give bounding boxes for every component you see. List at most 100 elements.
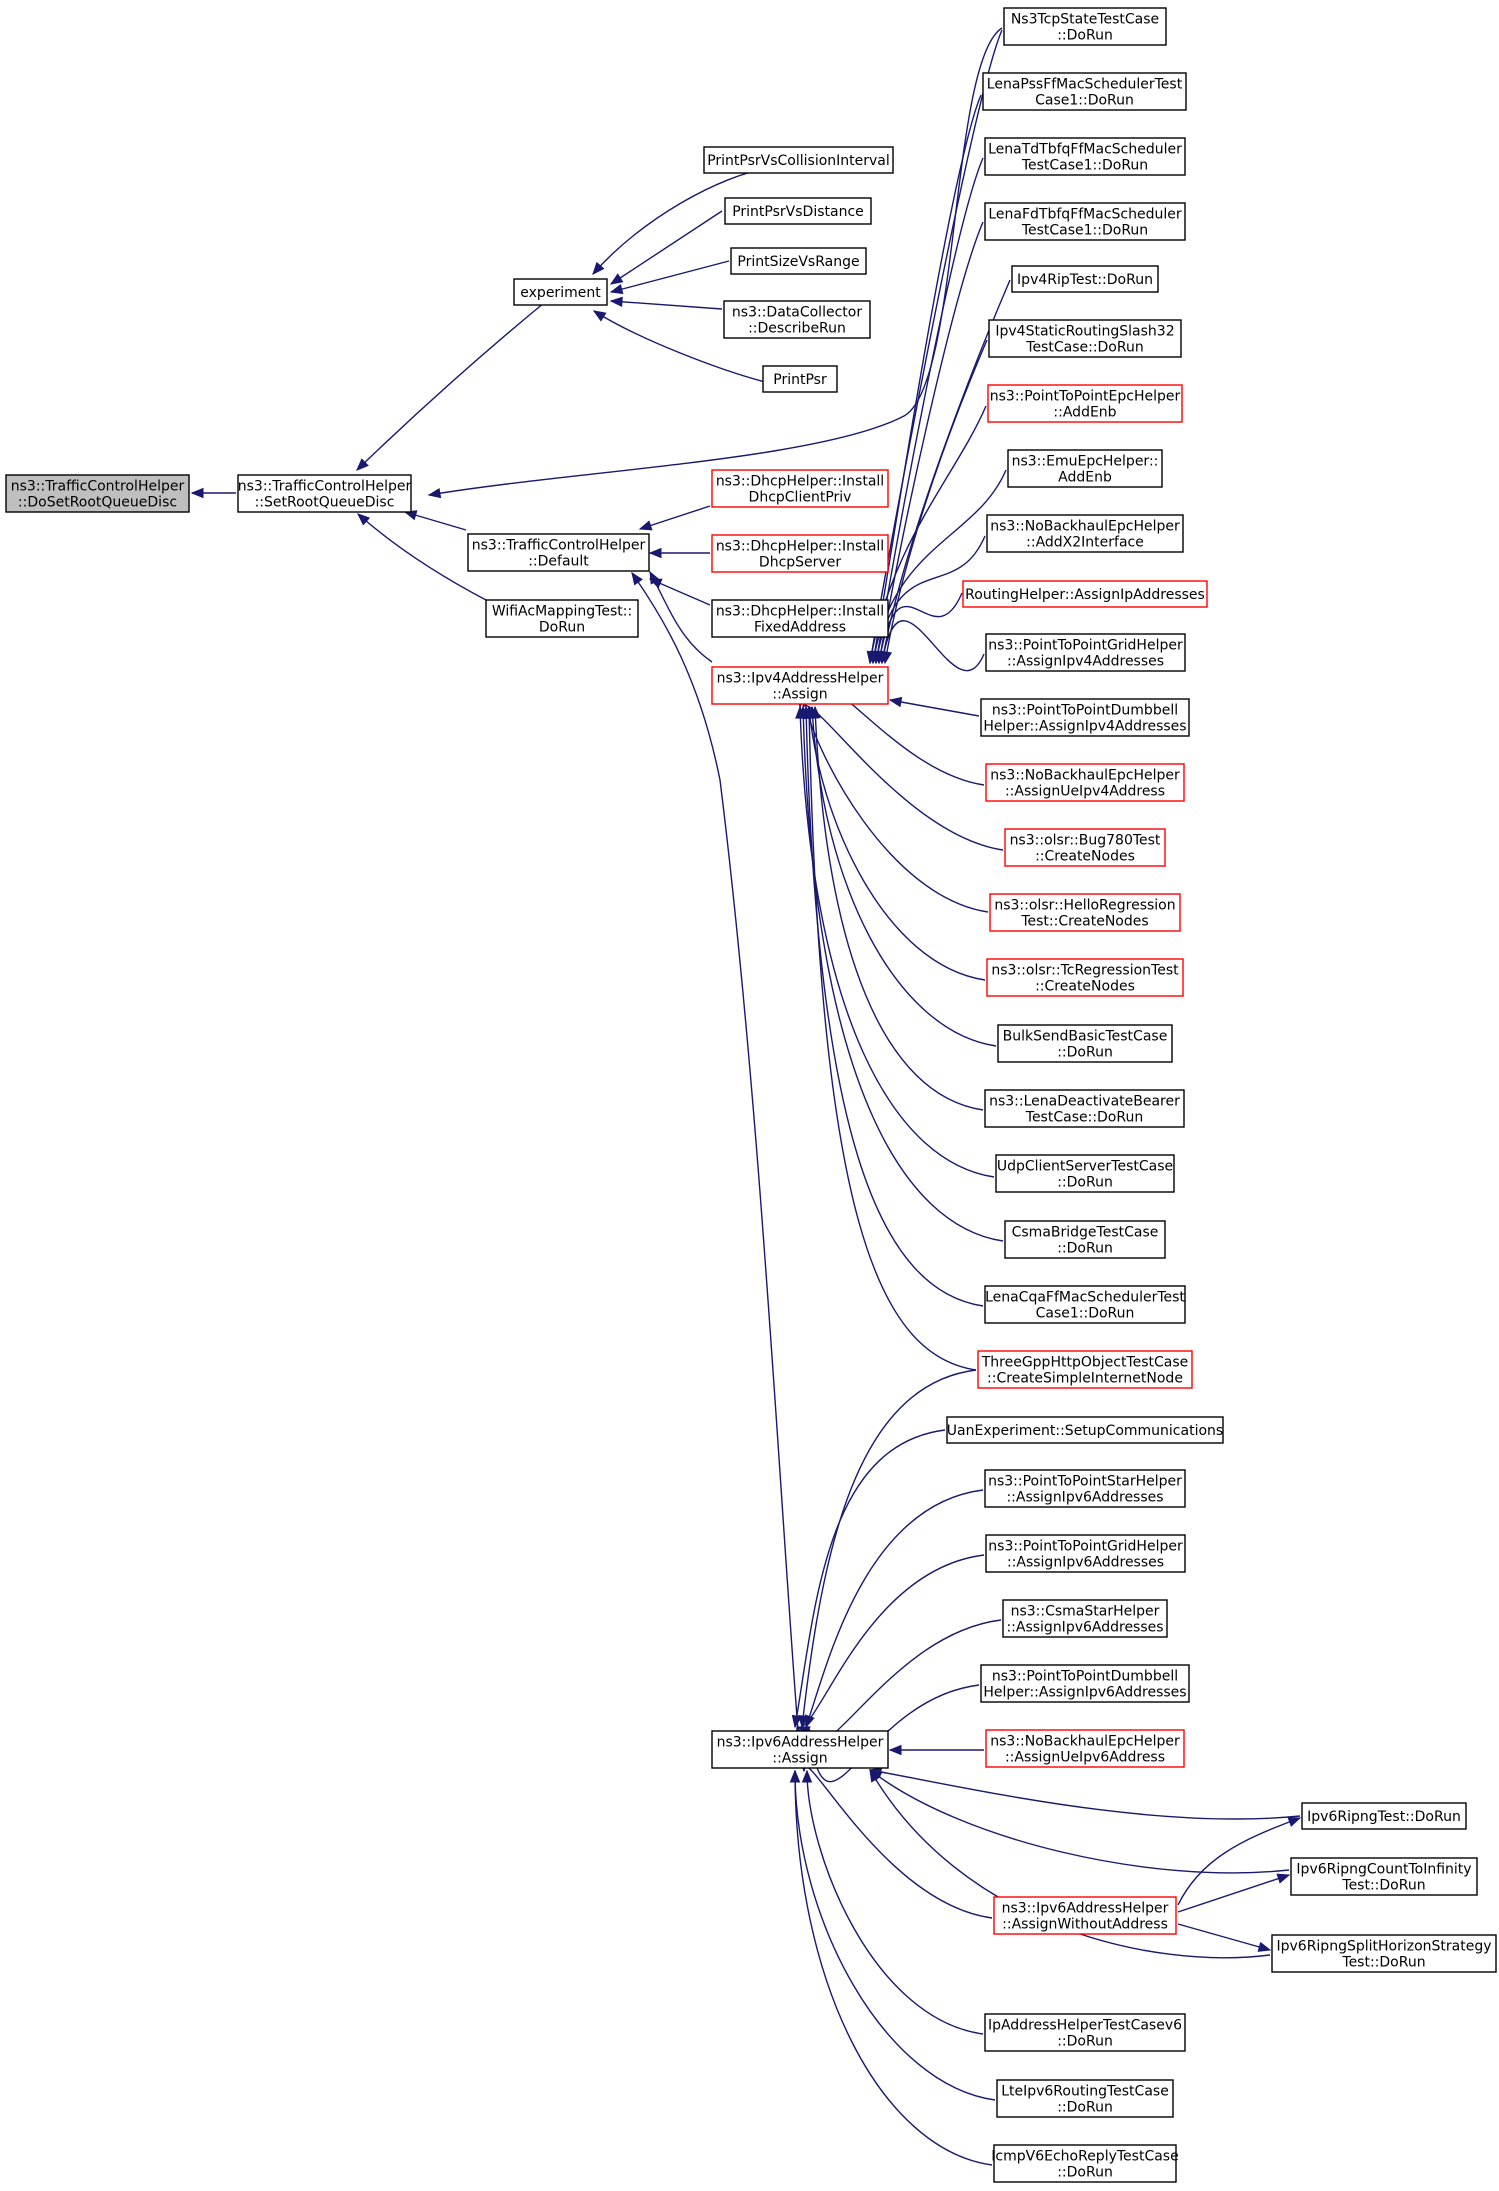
node-udpclient[interactable]: UdpClientServerTestCase::DoRun	[995, 1154, 1175, 1193]
arrow-head-icon	[803, 705, 815, 719]
node-ipaddrv6[interactable]: IpAddressHelperTestCasev6::DoRun	[984, 2013, 1186, 2052]
node-label-line: ::DescribeRun	[748, 321, 846, 337]
node-label-line: LenaTdTbfqFfMacScheduler	[988, 142, 1182, 158]
edge-to-ipv4assign	[808, 706, 977, 1371]
node-printpsr[interactable]: PrintPsr	[762, 365, 838, 393]
node-uanexp[interactable]: UanExperiment::SetupCommunications	[946, 1416, 1224, 1444]
node-label-line: ns3::olsr::Bug780Test	[1010, 833, 1161, 849]
node-describerun[interactable]: ns3::DataCollector::DescribeRun	[723, 300, 871, 339]
node-csmabridge[interactable]: CsmaBridgeTestCase::DoRun	[1004, 1220, 1166, 1259]
node-ipv6without[interactable]: ns3::Ipv6AddressHelper::AssignWithoutAdd…	[993, 1896, 1177, 1935]
node-label-line: WifiAcMappingTest::	[492, 604, 632, 620]
node-box	[984, 1469, 1186, 1508]
node-label-line: UanExperiment::SetupCommunications	[947, 1423, 1223, 1439]
node-p2pepc[interactable]: ns3::PointToPointEpcHelper::AddEnb	[987, 384, 1183, 423]
node-root[interactable]: ns3::TrafficControlHelper::DoSetRootQueu…	[5, 474, 190, 513]
node-box	[5, 474, 190, 513]
node-box	[1004, 828, 1166, 867]
node-setroot[interactable]: ns3::TrafficControlHelper::SetRootQueueD…	[237, 474, 412, 513]
node-icmpv6[interactable]: IcmpV6EchoReplyTestCase::DoRun	[991, 2144, 1179, 2183]
node-label-line: ::AddEnb	[1053, 405, 1116, 421]
node-label-line: Ns3TcpStateTestCase	[1011, 12, 1159, 28]
node-tcdefault[interactable]: ns3::TrafficControlHelper::Default	[467, 533, 650, 572]
node-nobackue6[interactable]: ns3::NoBackhaulEpcHelper::AssignUeIpv6Ad…	[985, 1729, 1185, 1768]
node-psrdistance[interactable]: PrintPsrVsDistance	[724, 197, 872, 225]
node-label-line: Ipv4RipTest::DoRun	[1017, 272, 1153, 288]
node-ipv4rip[interactable]: Ipv4RipTest::DoRun	[1011, 265, 1159, 293]
node-label-line: ns3::EmuEpcHelper::	[1012, 454, 1159, 470]
node-box	[762, 365, 838, 393]
arrow-head-icon	[357, 513, 371, 526]
node-label-line: ns3::Ipv4AddressHelper	[717, 671, 884, 687]
node-p2pdumb4[interactable]: ns3::PointToPointDumbbellHelper::AssignI…	[980, 698, 1190, 737]
node-label-line: ns3::LenaDeactivateBearer	[989, 1094, 1180, 1110]
node-tcreg[interactable]: ns3::olsr::TcRegressionTest::CreateNodes	[986, 958, 1184, 997]
node-ripngtest[interactable]: Ipv6RipngTest::DoRun	[1301, 1802, 1467, 1830]
node-label-line: ns3::TrafficControlHelper	[11, 479, 185, 495]
edge-to-experiment	[610, 300, 723, 310]
node-bulksend[interactable]: BulkSendBasicTestCase::DoRun	[997, 1024, 1173, 1063]
node-box	[993, 2144, 1177, 2183]
node-sizerange[interactable]: PrintSizeVsRange	[730, 247, 867, 275]
node-box	[711, 1730, 889, 1769]
node-ipv4assign[interactable]: ns3::Ipv4AddressHelper::Assign	[711, 666, 889, 705]
edge-to-ipv4assign	[799, 706, 995, 1178]
node-label-line: LenaFdTbfqFfMacScheduler	[988, 207, 1181, 223]
edge-to-ipv6assign	[806, 1770, 984, 2035]
node-p2pdumb6[interactable]: ns3::PointToPointDumbbellHelper::AssignI…	[980, 1664, 1190, 1703]
node-ipv6assign[interactable]: ns3::Ipv6AddressHelper::Assign	[711, 1730, 889, 1769]
node-label-line: Test::CreateNodes	[1020, 914, 1148, 930]
node-label-line: Ipv4StaticRoutingSlash32	[995, 324, 1174, 340]
node-label-line: Ipv6RipngSplitHorizonStrategy	[1276, 1939, 1491, 1955]
node-label-line: ::SetRootQueueDisc	[255, 495, 395, 511]
node-threegpp[interactable]: ThreeGppHttpObjectTestCase::CreateSimple…	[977, 1350, 1193, 1389]
node-label-line: ::DoRun	[1057, 1241, 1113, 1257]
node-csmastar6[interactable]: ns3::CsmaStarHelper::AssignIpv6Addresses	[1002, 1599, 1168, 1638]
arrow-head-icon	[810, 705, 821, 719]
node-label-line: BulkSendBasicTestCase	[1003, 1029, 1168, 1045]
node-label-line: ::DoRun	[1057, 1175, 1113, 1191]
node-box	[711, 666, 889, 705]
edge-to-tcdefault	[649, 571, 713, 663]
node-emuepc[interactable]: ns3::EmuEpcHelper::AddEnb	[1007, 449, 1163, 488]
node-nobackx2[interactable]: ns3::NoBackhaulEpcHelper::AddX2Interface	[986, 514, 1184, 553]
arrow-head-icon	[1257, 1941, 1272, 1952]
node-label-line: IpAddressHelperTestCasev6	[988, 2018, 1182, 2034]
node-psrcollision[interactable]: PrintPsrVsCollisionInterval	[703, 146, 894, 174]
node-nobackue4[interactable]: ns3::NoBackhaulEpcHelper::AssignUeIpv4Ad…	[985, 763, 1185, 802]
arrow-head-icon	[631, 571, 643, 586]
node-box	[237, 474, 412, 513]
node-label-line: AddEnb	[1058, 470, 1112, 486]
node-label-line: ::DoRun	[1057, 2165, 1113, 2181]
node-wifiac[interactable]: WifiAcMappingTest::DoRun	[485, 599, 639, 638]
node-label-line: ns3::DhcpHelper::Install	[716, 604, 884, 620]
node-label-line: ns3::DhcpHelper::Install	[716, 539, 884, 555]
node-p2pstar6[interactable]: ns3::PointToPointStarHelper::AssignIpv6A…	[984, 1469, 1186, 1508]
node-lteipv6[interactable]: LteIpv6RoutingTestCase::DoRun	[996, 2079, 1174, 2118]
node-label-line: LenaCqaFfMacSchedulerTest	[985, 1290, 1185, 1306]
node-experiment[interactable]: experiment	[513, 278, 608, 306]
node-tcpstate[interactable]: Ns3TcpStateTestCase::DoRun	[1003, 7, 1167, 46]
node-helloreg[interactable]: ns3::olsr::HelloRegressionTest::CreateNo…	[989, 893, 1181, 932]
node-label-line: ns3::NoBackhaulEpcHelper	[990, 519, 1180, 535]
node-box	[984, 1089, 1185, 1128]
graph-nodes: ns3::TrafficControlHelper::DoSetRootQueu…	[5, 7, 1497, 2183]
node-p2pgrid4[interactable]: ns3::PointToPointGridHelper::AssignIpv4A…	[985, 633, 1186, 672]
node-box	[984, 137, 1186, 176]
node-p2pgrid6[interactable]: ns3::PointToPointGridHelper::AssignIpv6A…	[985, 1534, 1186, 1573]
edge-to-ipv6assign	[794, 1770, 996, 2101]
node-bug780[interactable]: ns3::olsr::Bug780Test::CreateNodes	[1004, 828, 1166, 867]
node-box	[513, 278, 608, 306]
node-routinghelper[interactable]: RoutingHelper::AssignIpAddresses	[962, 580, 1208, 608]
